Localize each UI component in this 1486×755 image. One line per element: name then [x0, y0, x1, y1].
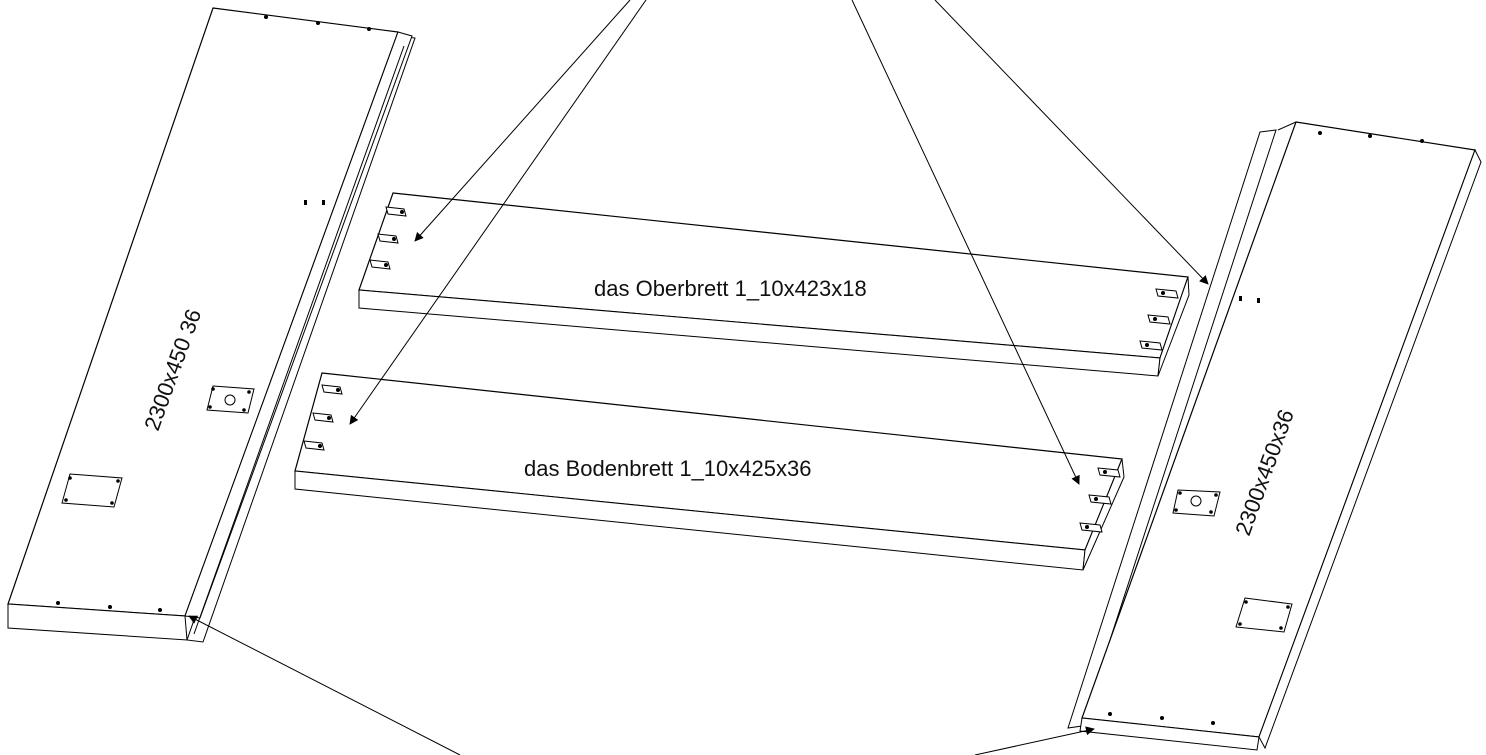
arrow-bottom-left	[349, 0, 647, 425]
arrow-bottom-right	[851, 0, 1080, 485]
left-side-panel: 2300x450 36	[7, 7, 416, 643]
top-board-label: das Oberbrett 1_10x423x18	[594, 276, 867, 301]
bottom-board-dowels-right	[1079, 467, 1121, 533]
assembly-arrows	[188, 0, 1209, 755]
arrow-left-panel-foot	[188, 615, 461, 755]
top-board-dowels-right	[1139, 288, 1179, 351]
hinge-plate-lower-right	[1235, 597, 1293, 633]
top-board: das Oberbrett 1_10x423x18	[358, 192, 1190, 377]
hinge-plate-upper	[206, 385, 255, 414]
arrow-top-right	[934, 0, 1209, 285]
hinge-plate-upper-right	[1172, 489, 1221, 517]
bottom-board-dowels-left	[303, 384, 343, 451]
arrow-right-panel-foot	[974, 726, 1095, 755]
bottom-board: das Bodenbrett 1_10x425x36	[294, 372, 1125, 571]
top-board-dowels-left	[369, 206, 407, 270]
bottom-board-label: das Bodenbrett 1_10x425x36	[524, 456, 811, 481]
hinge-plate-lower	[61, 473, 123, 508]
arrow-top-left	[414, 0, 631, 242]
right-side-panel: 2300x450x36	[1067, 121, 1482, 751]
